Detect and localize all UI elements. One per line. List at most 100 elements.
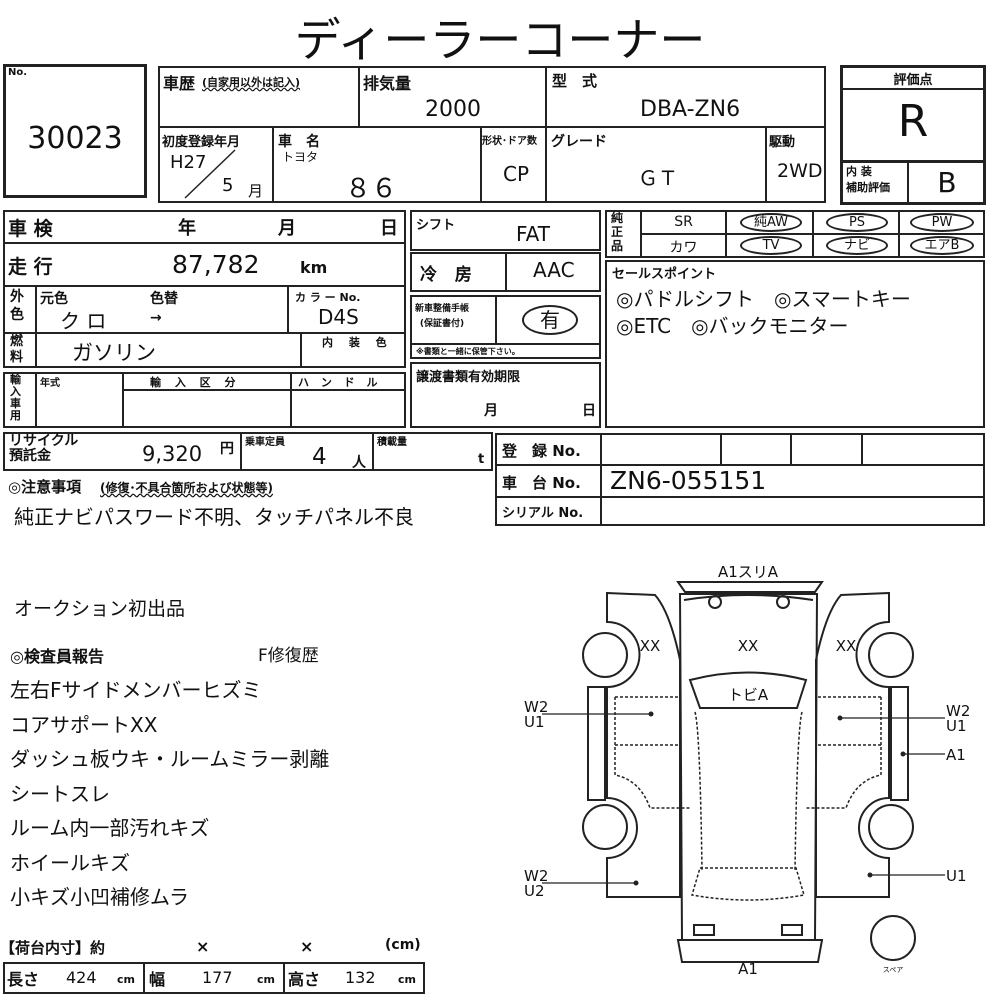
- report-line: ダッシュ板ウキ・ルームミラー剥離: [10, 747, 330, 771]
- equipment-airbag-circled: エアB: [910, 236, 974, 255]
- manual-note: ※書類と一緒に保管下さい。: [416, 347, 520, 356]
- fuel-label: 燃料: [10, 334, 24, 365]
- diagram-left-door-label: XX: [640, 637, 661, 655]
- inspection-day: 日: [380, 218, 398, 239]
- cargo-length-label: 長さ: [7, 970, 40, 989]
- sales-points-box: [605, 260, 985, 428]
- cargo-height: 132: [345, 968, 376, 987]
- lot-no-label: No.: [8, 67, 28, 78]
- color-change-arrow: →: [150, 310, 162, 326]
- car-maker: トヨタ: [282, 150, 319, 164]
- import-label: 輸入車用: [10, 373, 21, 422]
- car-name-value: ８６: [345, 174, 398, 204]
- history-label: 車歴: [163, 74, 196, 93]
- recycle-unit: 円: [220, 441, 234, 457]
- body-value: CP: [503, 162, 530, 186]
- interior-score-value: B: [937, 166, 957, 199]
- drive-label: 駆動: [769, 135, 796, 150]
- equipment-pw-circled: PW: [910, 213, 974, 232]
- report-line: ルーム内一部汚れキズ: [10, 816, 210, 840]
- report-line: 左右Fサイドメンバーヒズミ: [10, 678, 262, 702]
- report-line: 小キズ小凹補修ムラ: [10, 885, 189, 909]
- repair-history: F修復歴: [258, 646, 319, 666]
- lot-no: 30023: [27, 121, 123, 156]
- chassis-no-value: ZN6-055151: [610, 466, 767, 495]
- cargo-width-label: 幅: [149, 970, 166, 989]
- drive-value: 2WD: [777, 160, 823, 182]
- handle-label: ハ ン ド ル: [298, 376, 382, 389]
- diagram-right-front-b: U1: [946, 717, 967, 735]
- first-reg-month-unit: 月: [248, 182, 264, 200]
- recycle-value: 9,320: [142, 442, 203, 466]
- inspector-report-label: ◎検査員報告: [10, 647, 104, 666]
- transfer-cell: [410, 362, 601, 428]
- diagram-windshield-label: トビA: [728, 686, 769, 704]
- cargo-width: 177: [202, 968, 233, 987]
- equipment-tv-circled: TV: [740, 236, 802, 255]
- equipment-alloy-wheels-circled: 純AW: [740, 213, 802, 232]
- notes-text: 純正ナビパスワード不明、タッチパネル不良: [14, 505, 414, 529]
- lot-number-box: No. 30023: [3, 64, 147, 198]
- import-class-label: 輸 入 区 分: [150, 376, 241, 389]
- serial-no-label: シリアル No.: [502, 506, 584, 521]
- registration-grid: [495, 433, 985, 526]
- diagram-left-front-a: W2: [524, 698, 548, 716]
- diagram-hood-label: XX: [738, 637, 759, 655]
- fuel-value: ガソリン: [72, 341, 156, 365]
- equipment-leather: カワ: [669, 240, 698, 256]
- first-reg-label: 初度登録年月: [162, 135, 241, 150]
- page-title: ディーラーコーナー: [294, 13, 706, 67]
- left-front-wheel: [582, 632, 628, 678]
- chassis-no-label: 車 台 No.: [502, 474, 581, 492]
- load-label: 積載量: [377, 437, 407, 448]
- import-year-label: 年式: [40, 378, 60, 389]
- equipment-ps-circled: PS: [826, 213, 888, 232]
- model-code-label: 型 式: [552, 72, 598, 90]
- ac-label: 冷 房: [420, 265, 478, 285]
- left-side-panel: [582, 591, 690, 898]
- manual-value-circled: 有: [522, 305, 578, 335]
- cargo-height-label: 高さ: [288, 970, 321, 989]
- right-front-wheel: [868, 632, 914, 678]
- history-note: (自家用以外は記入): [202, 76, 301, 89]
- score-value: R: [897, 96, 929, 147]
- diagram-rear-label: A1スリA: [718, 563, 779, 581]
- cargo-times-1: ×: [196, 937, 210, 956]
- first-reg-month: 5: [222, 175, 234, 196]
- equipment-sr: SR: [674, 214, 693, 230]
- cargo-length: 424: [66, 968, 97, 987]
- displacement-value: 2000: [425, 97, 481, 122]
- mileage-label: 走 行: [8, 256, 53, 278]
- ac-value: AAC: [533, 258, 575, 282]
- right-side-panel: [806, 591, 914, 898]
- inspection-label: 車 検: [8, 218, 53, 240]
- mileage-value: 87,782: [172, 250, 260, 279]
- sales-points-label: セールスポイント: [612, 267, 717, 282]
- equipment-navi-circled: ナビ: [826, 236, 888, 255]
- exterior-color-label: 外色: [10, 289, 24, 323]
- cargo-label: 【荷台内寸】約: [0, 939, 106, 957]
- diagram-left-front-b: U1: [524, 713, 545, 731]
- cargo-unit: (cm): [385, 937, 421, 953]
- transfer-label: 譲渡書類有効期限: [416, 370, 521, 385]
- transfer-day: 日: [582, 403, 596, 419]
- right-rear-wheel: [868, 804, 914, 850]
- diagram-left-rear-b: U2: [524, 882, 545, 900]
- capacity-unit: 人: [352, 455, 366, 471]
- grade-label: グレード: [551, 134, 607, 150]
- shift-cell: [410, 210, 601, 251]
- left-rear-wheel: [582, 804, 628, 850]
- diagram-left-rear-a: W2: [524, 867, 548, 885]
- cargo-table: [3, 962, 425, 994]
- color-code-label: カ ラ ー No.: [295, 291, 361, 304]
- body-label: 形状･ドア数: [482, 136, 537, 147]
- cargo-unit-cm: cm: [398, 973, 416, 986]
- cargo-times-2: ×: [300, 937, 314, 956]
- diagram-right-door-label: XX: [836, 637, 857, 655]
- load-unit: t: [478, 452, 485, 467]
- notes-sub: (修復･不具合箇所および状態等): [100, 481, 273, 495]
- manual-cell: [410, 295, 601, 359]
- notes-label: ◎注意事項: [8, 478, 82, 496]
- score-label: 評価点: [893, 73, 933, 88]
- equipment-label: 純正品: [611, 211, 624, 253]
